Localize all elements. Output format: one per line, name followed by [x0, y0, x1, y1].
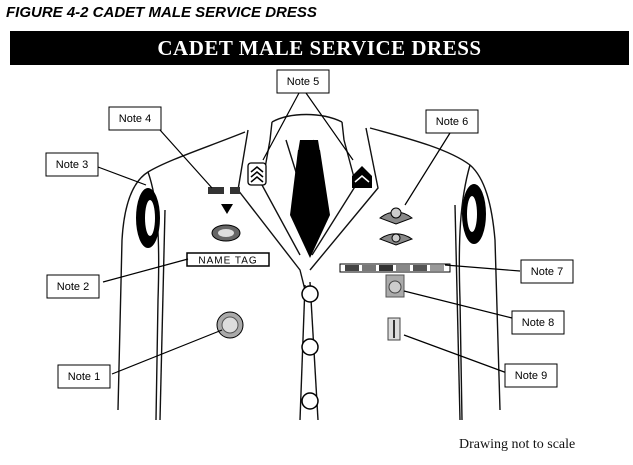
- note-5: Note 5: [276, 69, 330, 94]
- note-8: Note 8: [511, 310, 565, 335]
- svg-text:Note 2: Note 2: [57, 281, 89, 293]
- medal: [385, 274, 405, 298]
- name-tag-text: NAME TAG: [198, 256, 257, 267]
- jacket-button: [301, 285, 319, 303]
- svg-text:Note 7: Note 7: [531, 266, 563, 278]
- left-shoulder-patch: [136, 188, 160, 248]
- right-breast-badges: [378, 207, 414, 246]
- svg-text:Note 3: Note 3: [56, 159, 88, 171]
- name-tag: NAME TAG: [186, 252, 270, 267]
- note-6: Note 6: [425, 109, 479, 134]
- banner: CADET MALE SERVICE DRESS: [10, 31, 629, 65]
- note-9: Note 9: [504, 363, 558, 388]
- ribbon-bar: [339, 263, 451, 273]
- right-shoulder-patch: [462, 184, 486, 244]
- scale-caption: Drawing not to scale: [459, 437, 576, 452]
- note-7: Note 7: [520, 259, 574, 284]
- svg-text:Note 1: Note 1: [68, 371, 100, 383]
- left-breast-insignia: [208, 187, 241, 242]
- rotc-emblem: [216, 311, 244, 339]
- jacket-button: [301, 338, 319, 356]
- pocket-device: [387, 317, 401, 341]
- svg-text:Note 5: Note 5: [287, 76, 319, 88]
- note-1: Note 1: [57, 364, 111, 389]
- banner-title: CADET MALE SERVICE DRESS: [157, 35, 482, 60]
- note-3: Note 3: [45, 152, 99, 177]
- svg-text:Note 4: Note 4: [119, 113, 151, 125]
- jacket-outline: [117, 113, 501, 421]
- svg-text:Note 9: Note 9: [515, 370, 547, 382]
- collar-insignia-right: [352, 166, 372, 188]
- leader-lines: [97, 92, 521, 375]
- svg-text:Note 8: Note 8: [522, 317, 554, 329]
- svg-text:Note 6: Note 6: [436, 116, 468, 128]
- necktie: [290, 150, 330, 258]
- note-4: Note 4: [108, 106, 162, 131]
- collar-insignia-left: [247, 162, 267, 186]
- note-2: Note 2: [46, 274, 100, 299]
- jacket-button: [301, 392, 319, 410]
- tie-knot: [298, 140, 320, 152]
- figure-title: FIGURE 4-2 CADET MALE SERVICE DRESS: [6, 4, 317, 21]
